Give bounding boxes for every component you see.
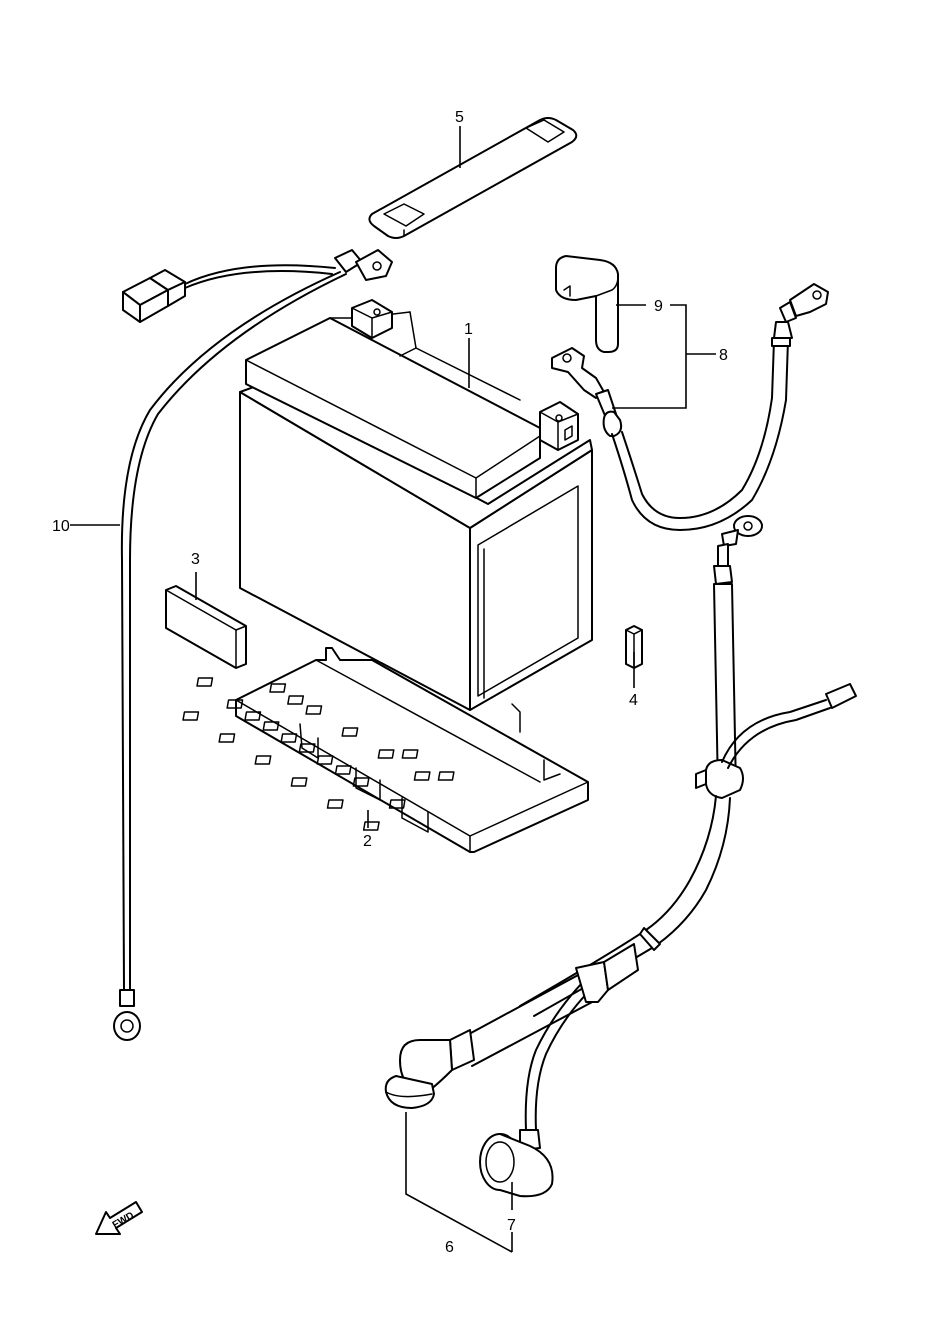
callout-8: 8 bbox=[719, 347, 728, 364]
callout-9: 9 bbox=[654, 298, 663, 315]
forward-direction-arrow: FWD bbox=[95, 1201, 143, 1235]
fwd-label: FWD bbox=[111, 1210, 136, 1231]
callout-1: 1 bbox=[464, 321, 473, 338]
battery-band[interactable] bbox=[368, 117, 578, 239]
battery-tray[interactable] bbox=[182, 647, 589, 853]
callout-7: 7 bbox=[507, 1217, 516, 1234]
terminal-cover[interactable] bbox=[555, 255, 619, 353]
battery-pad[interactable] bbox=[165, 585, 247, 669]
callout-4: 4 bbox=[629, 692, 638, 709]
callout-5: 5 bbox=[455, 109, 464, 126]
callout-6: 6 bbox=[445, 1239, 454, 1256]
connector-lead-wire[interactable] bbox=[113, 249, 393, 1041]
battery[interactable] bbox=[239, 299, 593, 711]
callout-10: 10 bbox=[52, 518, 70, 535]
tray-slots bbox=[182, 677, 455, 831]
callout-3: 3 bbox=[191, 551, 200, 568]
part-callouts: 1 2 3 4 5 6 7 8 9 10 bbox=[52, 109, 728, 1256]
small-pad[interactable] bbox=[625, 625, 643, 669]
starter-cable-assembly[interactable] bbox=[384, 515, 857, 1198]
positive-battery-cable[interactable] bbox=[551, 283, 829, 531]
callout-2: 2 bbox=[363, 833, 372, 850]
leader-lines bbox=[70, 126, 716, 1253]
